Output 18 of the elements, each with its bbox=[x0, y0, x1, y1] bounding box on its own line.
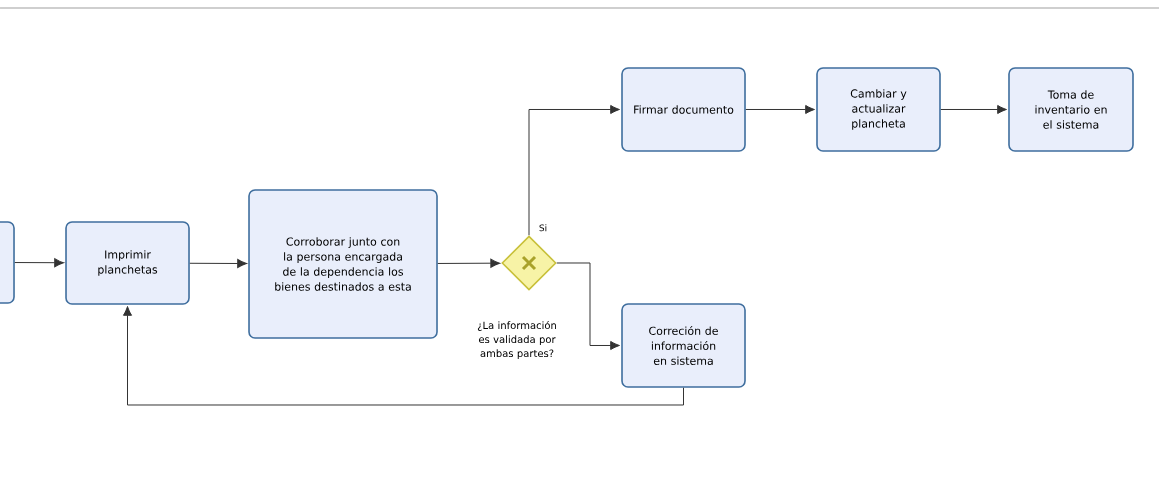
arrow bbox=[14, 258, 64, 268]
process-box bbox=[0, 221, 15, 304]
arrow bbox=[528, 104, 620, 236]
arrow bbox=[437, 258, 501, 268]
arrow bbox=[745, 104, 815, 115]
process-box: Imprimir planchetas bbox=[65, 221, 190, 305]
arrow bbox=[189, 258, 247, 269]
process-box: Toma de inventario en el sistema bbox=[1008, 67, 1134, 152]
process-box: Corroborar junto con la persona encargada de la dependencia los bienes destinados a esta bbox=[248, 189, 438, 339]
arrow bbox=[556, 262, 620, 350]
arrow bbox=[940, 104, 1007, 115]
gateway-diamond bbox=[501, 235, 557, 291]
gateway-label: ¿La información es validada por ambas partes? bbox=[477, 320, 556, 360]
process-box: Firmar documento bbox=[621, 67, 746, 152]
edge-label: Si bbox=[537, 223, 549, 233]
process-box: Cambiar y actualizar plancheta bbox=[816, 67, 941, 152]
process-box: Correción de información en sistema bbox=[621, 303, 746, 388]
arrow bbox=[123, 306, 684, 406]
